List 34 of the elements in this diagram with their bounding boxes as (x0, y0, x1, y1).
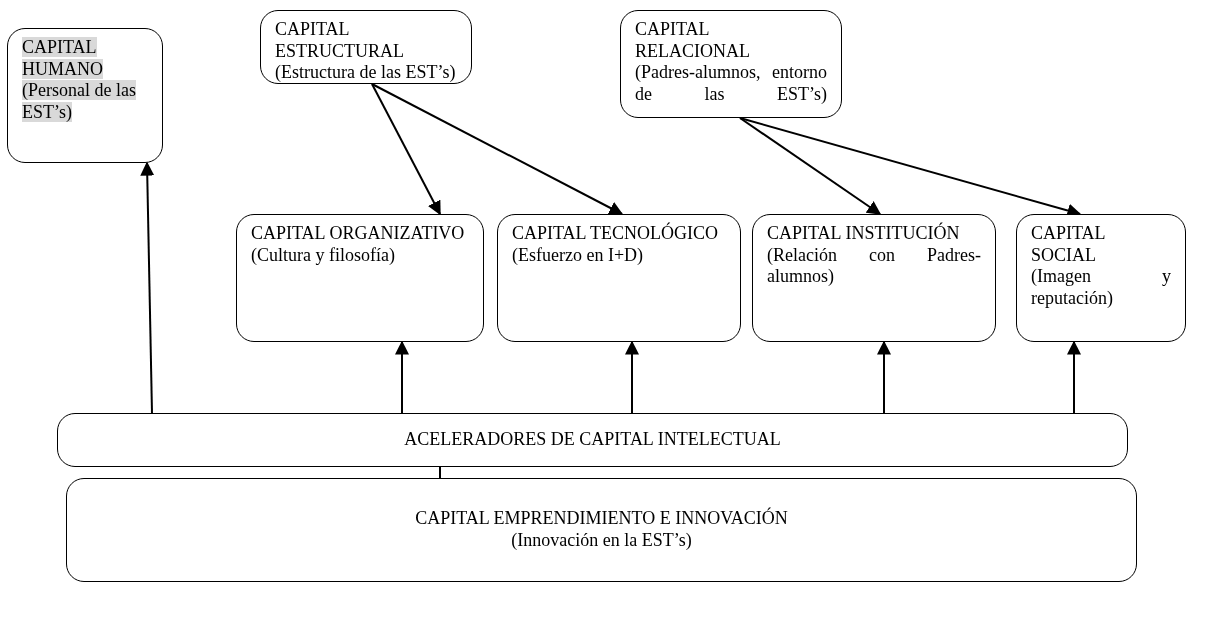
node-title: CAPITAL ESTRUCTURAL (275, 19, 405, 63)
node-title: CAPITAL HUMANO (22, 37, 104, 81)
node-title: ACELERADORES DE CAPITAL INTELECTUAL (403, 429, 782, 451)
arrow (140, 161, 155, 414)
node-title: CAPITAL ORGANIZATIVO (251, 223, 466, 245)
text-box (66, 478, 1137, 582)
node-subtitle: (Padres-alumnos, entorno de las EST’s) (635, 62, 827, 106)
node-subtitle: (Esfuerzo en I+D) (512, 244, 645, 267)
arrow (371, 83, 624, 215)
node-title: CAPITAL EMPRENDIMIENTO E INNOVACIÓN (414, 508, 789, 530)
node-title: CAPITAL RELACIONAL (635, 19, 751, 63)
text-box (260, 10, 472, 84)
node-title: CAPITAL TECNOLÓGICO (512, 223, 720, 245)
node-title: CAPITAL SOCIAL (1031, 223, 1106, 267)
arrow (877, 340, 891, 414)
text-box (236, 214, 484, 342)
text-box (752, 214, 996, 342)
arrow (395, 340, 409, 414)
text-box (57, 413, 1128, 467)
node-subtitle: (Estructura de las EST’s) (275, 62, 457, 84)
text-box (1016, 214, 1186, 342)
node-subtitle: (Innovación en la EST’s) (510, 530, 693, 552)
node-subtitle: (Imagen y reputación) (1031, 266, 1171, 310)
text-box (7, 28, 163, 163)
arrow (739, 117, 882, 215)
node-subtitle: (Personal de las EST’s) (22, 80, 137, 124)
text-box (497, 214, 741, 342)
node-title: CAPITAL INSTITUCIÓN (767, 223, 961, 245)
arrow (625, 340, 639, 414)
node-subtitle: (Relación con Padres-alumnos) (767, 244, 981, 288)
arrow (371, 83, 441, 216)
arrow (1067, 340, 1081, 414)
text-box (620, 10, 842, 118)
node-subtitle: (Cultura y filosofía) (251, 244, 396, 267)
